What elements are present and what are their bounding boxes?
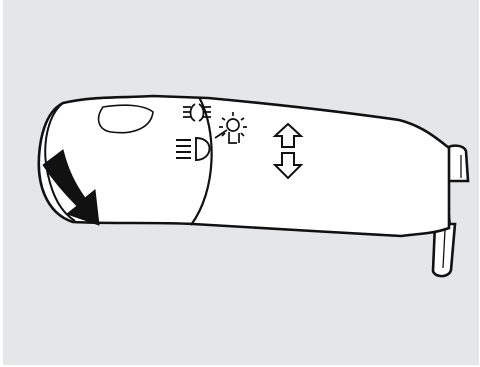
tip-highlight — [97, 104, 154, 134]
arrow-down-outline-icon — [272, 152, 304, 180]
arrow-up-outline-icon — [272, 122, 304, 148]
stalk-body — [37, 94, 451, 238]
parking-lights-icon — [183, 103, 211, 122]
rotation-direction-arrow-icon — [42, 149, 100, 226]
stalk-illustration — [3, 0, 479, 365]
figure-panel — [3, 0, 479, 365]
high-beam-headlight-icon — [176, 137, 211, 161]
stalk-tip-face — [44, 102, 76, 222]
light-off-icon — [214, 112, 247, 144]
rotary-collar-line — [190, 96, 213, 226]
